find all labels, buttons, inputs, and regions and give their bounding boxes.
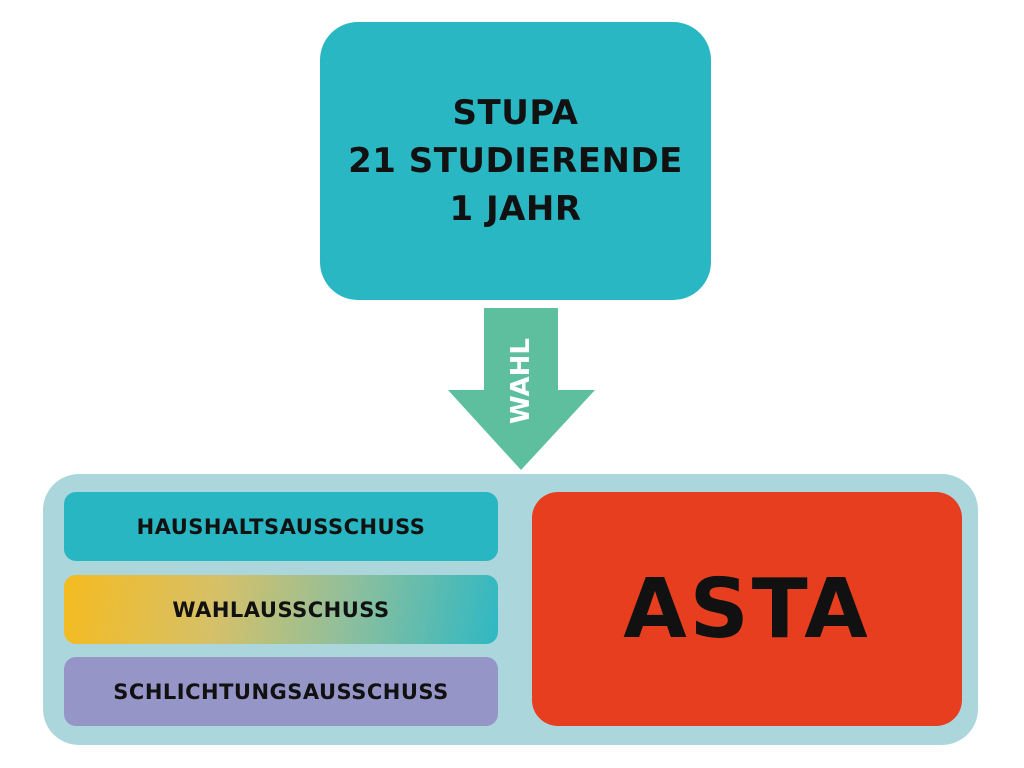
committee-label: WAHLAUSSCHUSS xyxy=(172,597,390,622)
arrow-label-text: WAHL xyxy=(506,338,536,424)
stupa-box: STUPA 21 STUDIERENDE 1 JAHR xyxy=(320,22,711,300)
committee-label: SCHLICHTUNGSAUSSCHUSS xyxy=(113,679,449,704)
arrow-down-icon xyxy=(448,308,595,470)
stupa-members: 21 STUDIERENDE xyxy=(348,141,683,181)
committee-wahl: WAHLAUSSCHUSS xyxy=(64,575,498,644)
asta-label: ASTA xyxy=(623,561,871,657)
stupa-term: 1 JAHR xyxy=(449,189,582,229)
stupa-title: STUPA xyxy=(452,93,579,133)
committee-schlichtung: SCHLICHTUNGSAUSSCHUSS xyxy=(64,657,498,726)
arrow-label: WAHL xyxy=(490,318,552,444)
asta-box: ASTA xyxy=(532,492,962,726)
committee-label: HAUSHALTSAUSSCHUSS xyxy=(136,514,426,539)
committee-haushalt: HAUSHALTSAUSSCHUSS xyxy=(64,492,498,561)
